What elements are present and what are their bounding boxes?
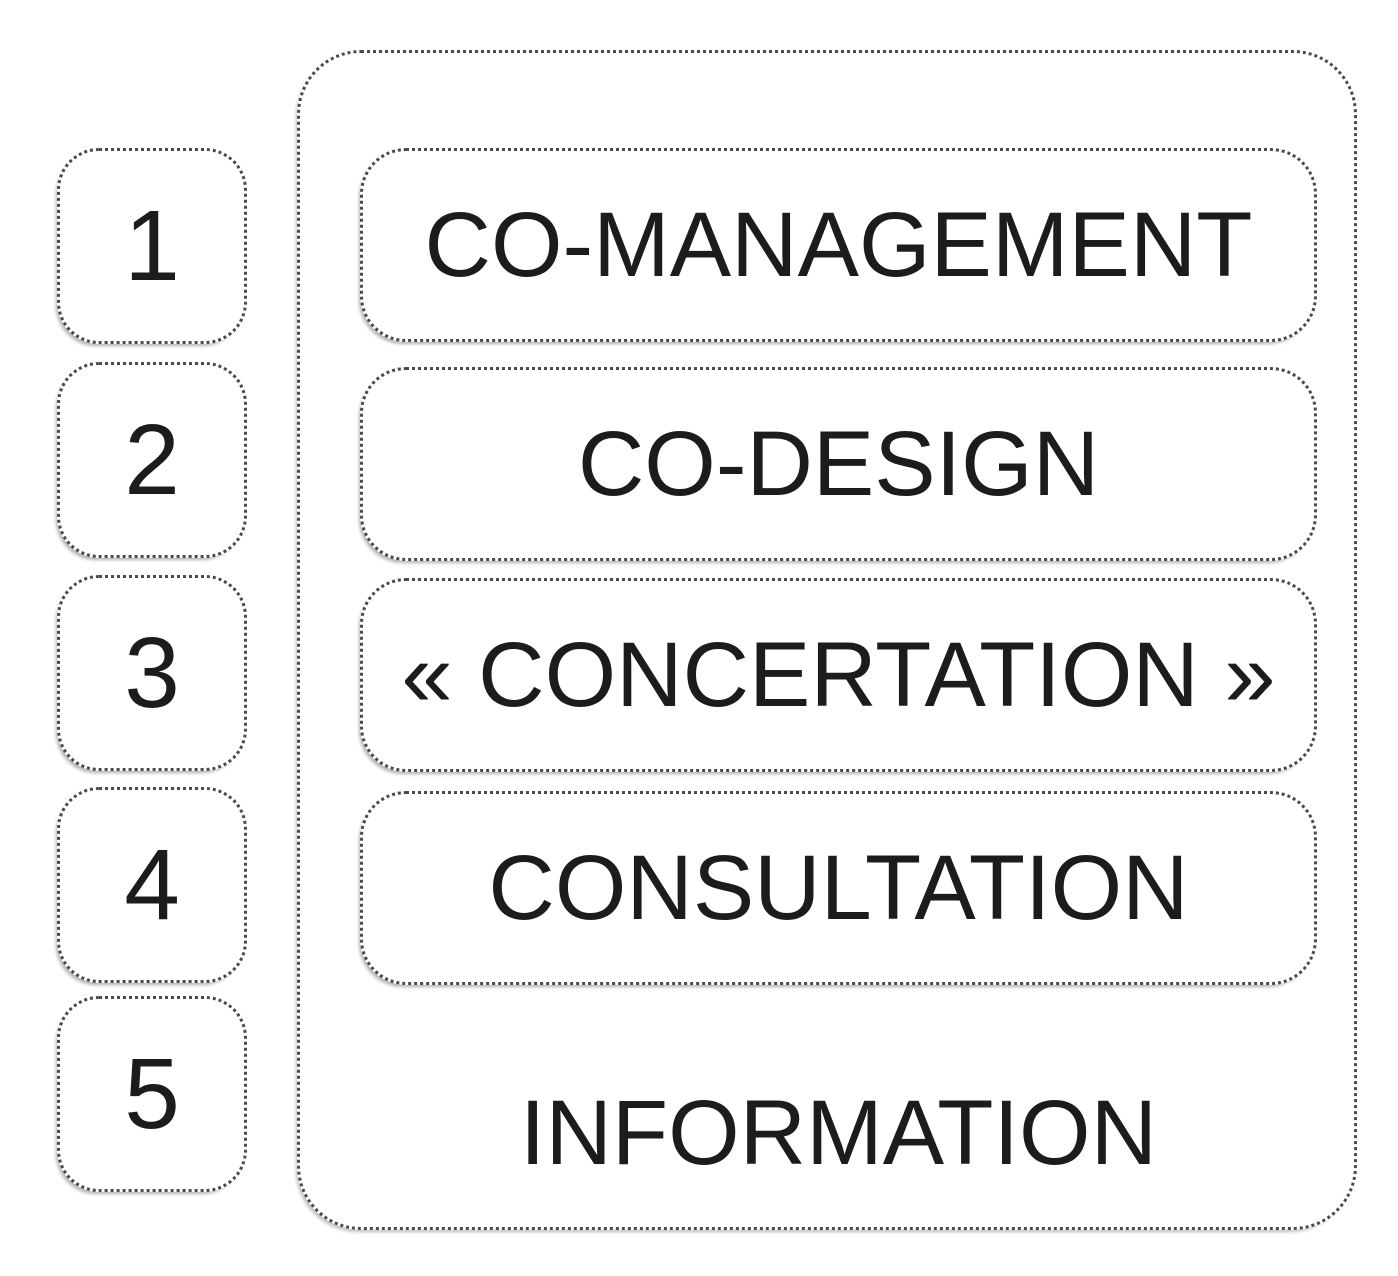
information-label: INFORMATION — [519, 1082, 1158, 1184]
participation-levels-container: CO-MANAGEMENT CO-DESIGN « CONCERTATION »… — [297, 50, 1357, 1230]
level-1-number: 1 — [124, 190, 180, 302]
concertation-box: « CONCERTATION » — [360, 578, 1317, 772]
level-4-number: 4 — [124, 829, 180, 941]
co-design-box: CO-DESIGN — [360, 367, 1317, 561]
level-2-number: 2 — [124, 404, 180, 516]
level-3-number-box: 3 — [57, 575, 247, 771]
consultation-label: CONSULTATION — [488, 837, 1189, 939]
level-3-number: 3 — [124, 617, 180, 729]
level-5-number: 5 — [124, 1038, 180, 1150]
co-design-label: CO-DESIGN — [577, 413, 1100, 515]
level-2-number-box: 2 — [57, 362, 247, 558]
information-label-area: INFORMATION — [360, 1038, 1317, 1228]
co-management-box: CO-MANAGEMENT — [360, 148, 1317, 342]
level-4-number-box: 4 — [57, 787, 247, 983]
consultation-box: CONSULTATION — [360, 791, 1317, 985]
co-management-label: CO-MANAGEMENT — [424, 194, 1253, 296]
level-5-number-box: 5 — [57, 996, 247, 1192]
concertation-label: « CONCERTATION » — [401, 624, 1276, 726]
level-1-number-box: 1 — [57, 148, 247, 344]
